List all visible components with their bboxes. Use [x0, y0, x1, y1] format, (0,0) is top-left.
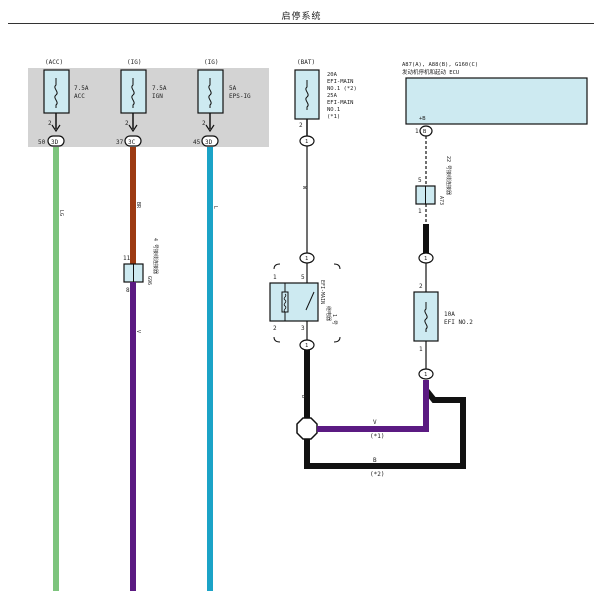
connector-pin: 45 — [193, 139, 201, 146]
connector-pin-bottom: 1 — [418, 208, 422, 215]
fuse-eps-ig[interactable]: (IG) 5A EPS-IG 2 — [197, 59, 251, 127]
fuse-name: IGN — [152, 93, 163, 100]
connector-acc: 50 3D — [38, 135, 65, 147]
junction-label: 1 — [305, 139, 308, 145]
fuse-pin-top: 2 — [419, 283, 423, 290]
fuse-line: EFI-MAIN — [327, 100, 354, 106]
fuse-line: 25A — [327, 93, 338, 99]
fuse-name: ACC — [74, 93, 85, 100]
connector-pin: 50 — [38, 139, 46, 146]
fuse-acc[interactable]: (ACC) 7.5A ACC 2 — [43, 59, 89, 127]
fuse-element-icon — [131, 78, 135, 108]
connector-pin: 37 — [116, 139, 124, 146]
junction-label: 1 — [424, 372, 427, 378]
relay-coil-wave — [283, 293, 287, 313]
fuse-source: (IG) — [127, 59, 141, 66]
relay-pin: 2 — [273, 325, 277, 332]
wire-b-loop — [304, 388, 466, 469]
fuse-rating: 5A — [229, 85, 237, 92]
fuse-line: EFI-MAIN — [327, 79, 354, 85]
arrow-icon — [51, 124, 61, 133]
connector-label: 22 号接线连接器 — [445, 156, 452, 195]
wire-note-b: (*2) — [370, 471, 384, 478]
connector-id: A73 — [438, 196, 444, 205]
fuse-rating: 10A — [444, 311, 455, 318]
wire-note-v: (*1) — [370, 433, 384, 440]
fuse-pin: 2 — [125, 120, 129, 127]
junction-label: 1 — [305, 256, 308, 262]
splice-point — [296, 417, 318, 440]
ecu-body — [405, 77, 588, 125]
fuse-rating: 7.5A — [152, 85, 167, 92]
wire-label: B — [300, 395, 306, 398]
page-title: 启停系统 — [281, 12, 322, 22]
wire-label: BR — [135, 202, 141, 209]
fuse-line: (*1) — [327, 114, 340, 120]
wire-label: W — [301, 186, 307, 190]
ecu-subtitle: 发动机停机和起动 ECU — [402, 68, 459, 76]
ecu-engine-stop-start[interactable]: A87(A), A88(B), G160(C) 发动机停机和起动 ECU +B — [402, 62, 588, 125]
fuse-source: (IG) — [204, 59, 218, 66]
header-divider — [8, 23, 594, 24]
ecu-pin-name: +B — [419, 116, 426, 122]
fuse-element-icon — [424, 302, 428, 332]
relay-label: 继电器 — [325, 306, 332, 321]
fuse-source: (ACC) — [45, 59, 63, 66]
connector-label: 3C — [128, 139, 136, 146]
wire-label-b: B — [373, 457, 377, 464]
connector-label: 3D — [205, 139, 213, 146]
fuse-element-icon — [54, 78, 58, 108]
fuse-name: EPS-IG — [229, 93, 251, 100]
connector-ign: 37 3C — [116, 135, 142, 147]
fuse-name: EFI NO.2 — [444, 319, 473, 326]
connector-pin-top: 5 — [418, 177, 422, 184]
connector-pin-top: 11 — [123, 255, 131, 262]
relay-bracket — [273, 263, 341, 343]
relay-switch-icon — [305, 291, 315, 311]
fuse-source: (BAT) — [297, 59, 315, 66]
connector-g96: 11 8 G96 4 号接线连接器 — [123, 238, 159, 294]
fuse-pin: 2 — [299, 122, 303, 129]
connector-label: 4 号接线连接器 — [152, 238, 159, 274]
fuse-body — [413, 291, 439, 342]
ecu-title: A87(A), A88(B), G160(C) — [402, 62, 478, 68]
connector-a73: 5 1 A73 22 号接线连接器 — [415, 156, 452, 215]
wire-label: V — [135, 330, 141, 333]
connector-pin-bottom: 8 — [126, 287, 130, 294]
fuse-element-icon — [208, 78, 212, 108]
fuse-element-icon — [305, 80, 309, 110]
fuse-pin: 2 — [202, 120, 206, 127]
connector-id: G96 — [146, 276, 152, 285]
fuse-rating: 7.5A — [74, 85, 89, 92]
junction-label: 1 — [424, 256, 427, 262]
fuse-pin-bottom: 1 — [419, 346, 423, 353]
wire-v-loop — [317, 380, 429, 432]
junction-connector — [418, 368, 434, 380]
fuse-efi-main[interactable]: (BAT) 20A EFI-MAIN NO.1 (*2) 25A EFI-MAI… — [294, 59, 357, 129]
fuse-line: 20A — [327, 72, 338, 78]
connector-eps: 45 3D — [193, 135, 219, 147]
arrow-icon — [128, 124, 138, 133]
wire-label-v: V — [373, 419, 377, 426]
connector-label: 3D — [51, 139, 59, 146]
fuse-line: NO.1 (*2) — [327, 86, 357, 92]
ecu-pin-number: 1 — [415, 128, 419, 135]
relay-pin: 5 — [301, 274, 305, 281]
wire-label: L — [212, 206, 218, 209]
relay-pin: 1 — [273, 274, 277, 281]
ecu-connector-label: B — [423, 129, 427, 135]
fuse-line: NO.1 — [327, 107, 340, 113]
relay-body — [269, 282, 319, 322]
wire-label: LG — [58, 210, 64, 216]
fuse-body — [294, 69, 320, 120]
relay-pin: 3 — [301, 325, 305, 332]
relay-label: EFI-MAIN — [319, 280, 325, 304]
relay-efi-main[interactable]: 1 2 5 3 EFI-MAIN 继电器 1 号 — [269, 274, 337, 332]
junction-label: 1 — [305, 343, 308, 349]
fuse-efi-no2[interactable]: 2 10A EFI NO.2 1 — [413, 283, 473, 353]
relay-label: 1 号 — [331, 314, 337, 325]
arrow-icon — [205, 124, 215, 133]
fuse-pin: 2 — [48, 120, 52, 127]
